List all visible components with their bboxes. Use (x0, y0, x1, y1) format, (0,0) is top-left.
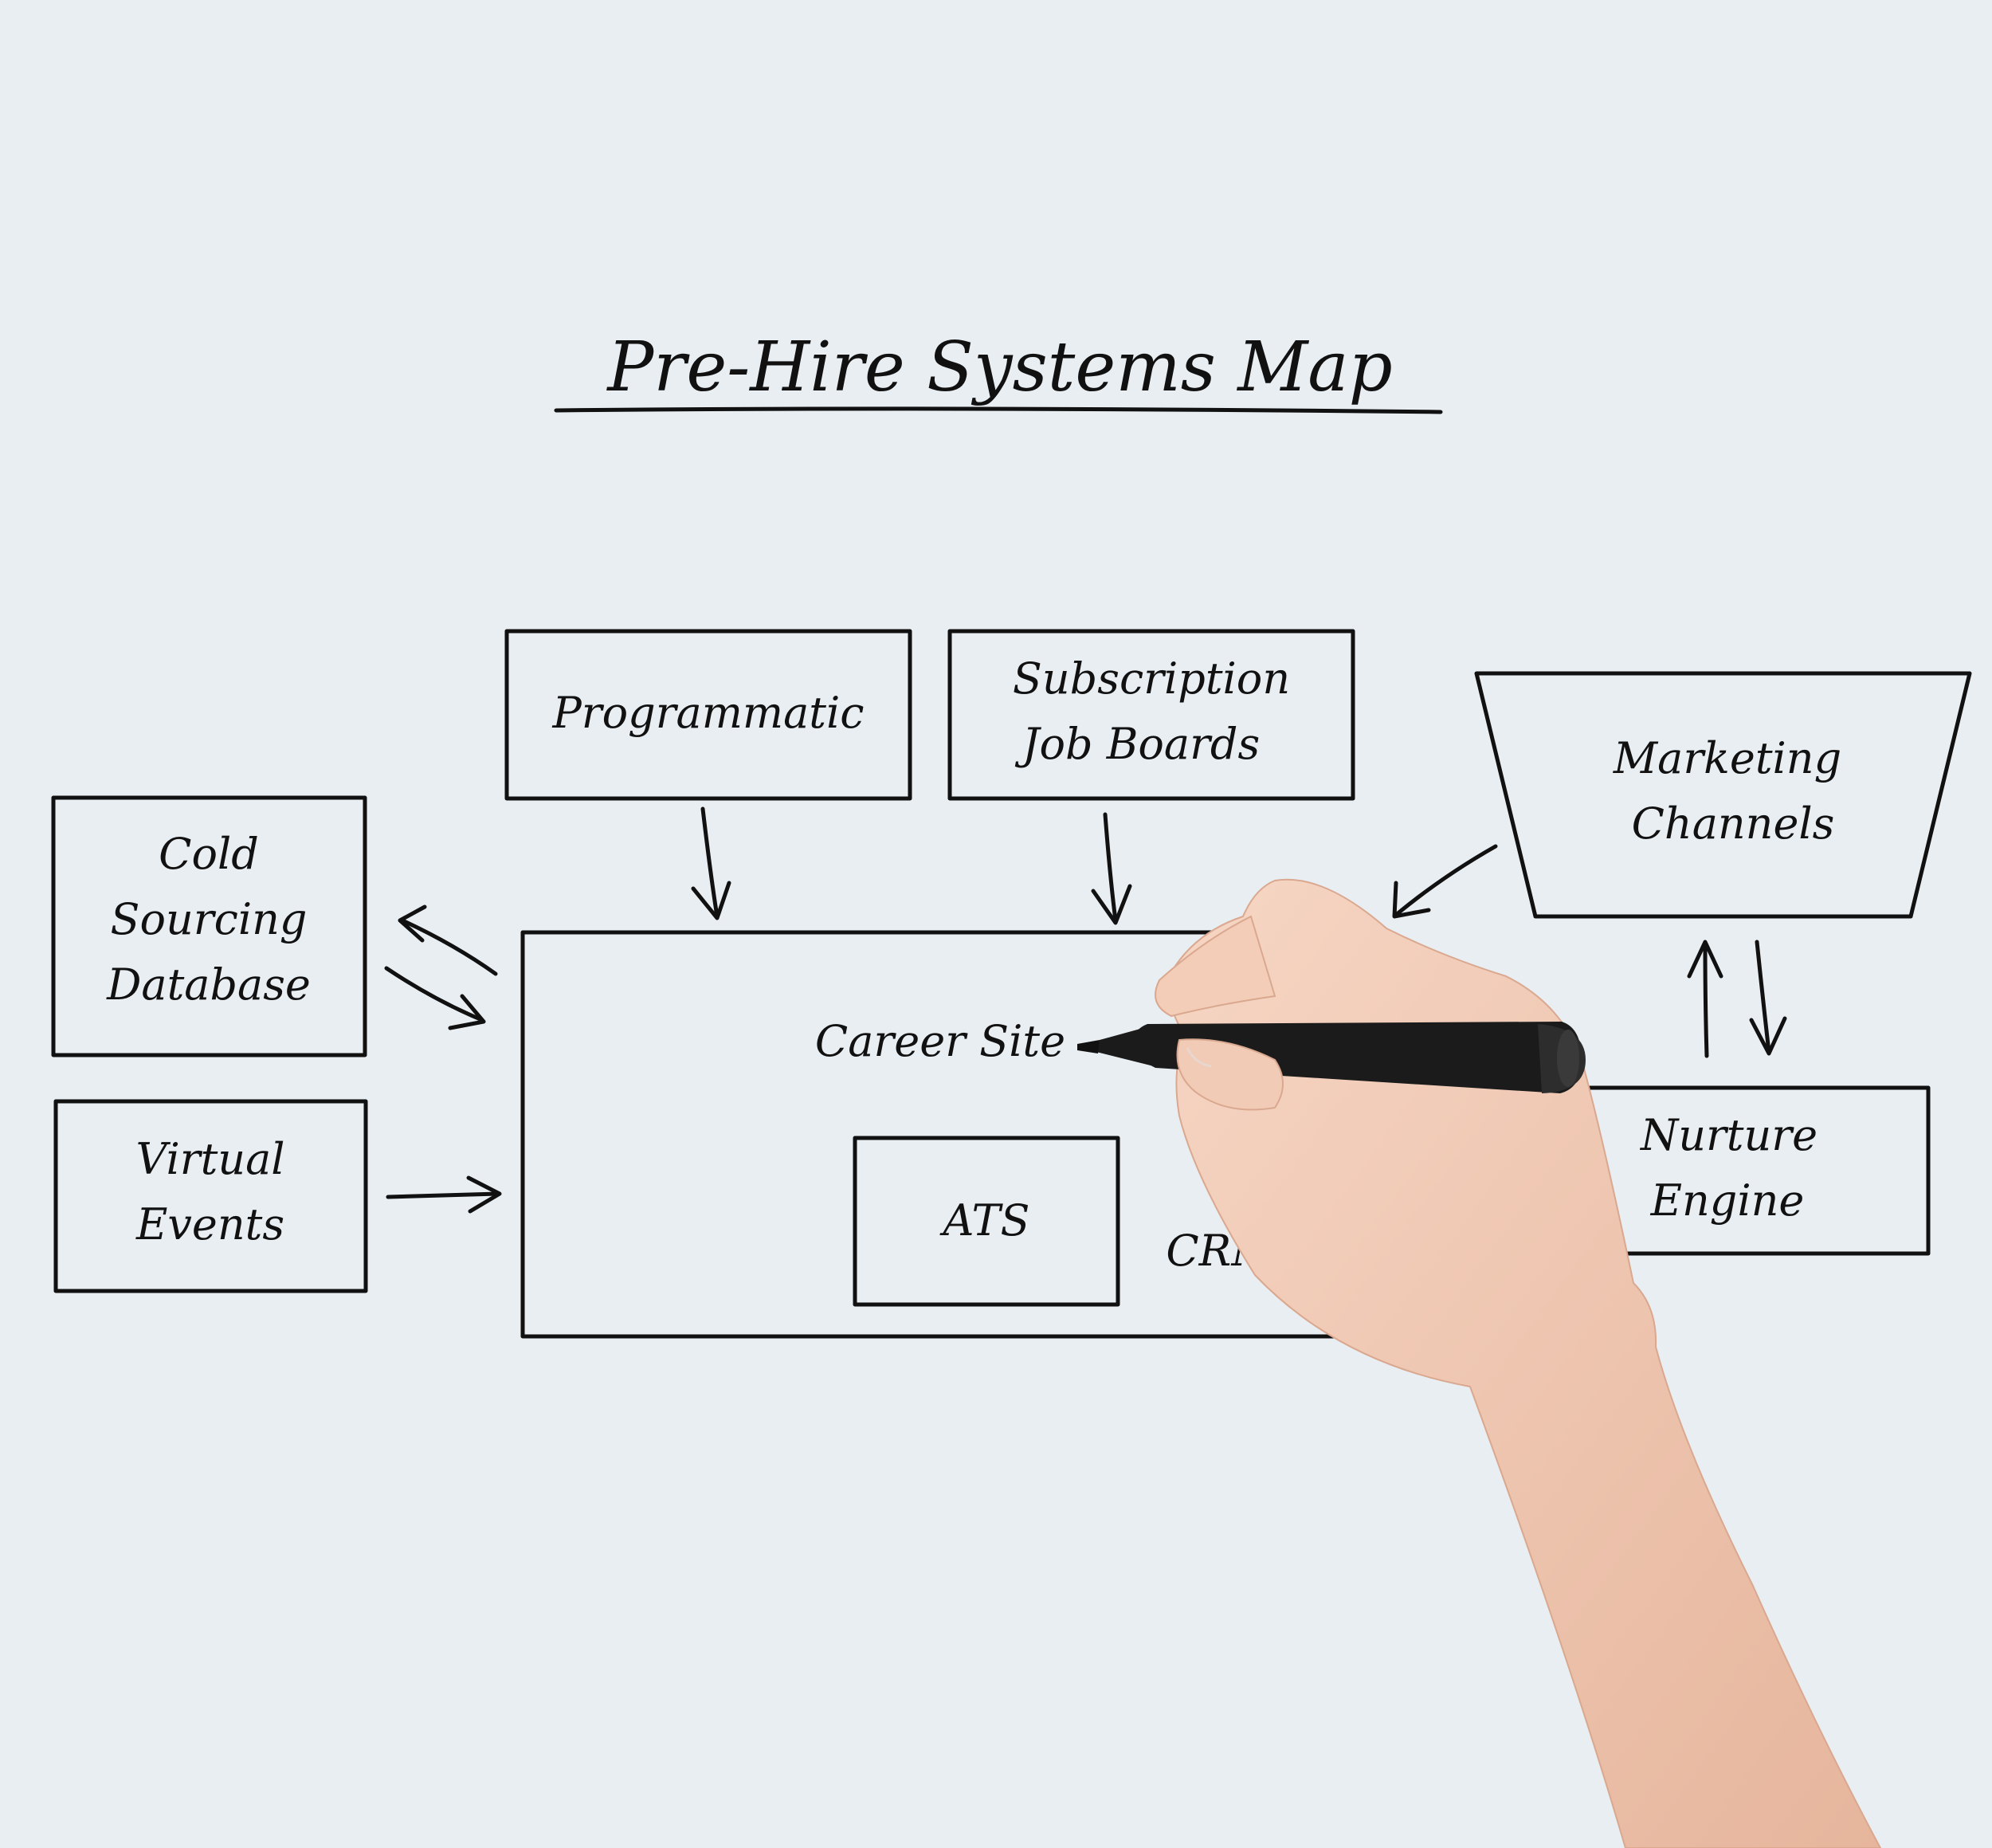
ats-label: ATS (939, 1195, 1029, 1246)
subscription-label-line-2: Job Boards (1014, 719, 1260, 769)
arrow-cold-sourcing-to-career-site (384, 966, 486, 1030)
cold-sourcing-label-line-3: Database (106, 959, 311, 1010)
hand-with-marker-icon (1077, 878, 1882, 1848)
arrow-marketing-to-career-site (1392, 844, 1498, 919)
cold-sourcing-label-line-1: Cold (159, 829, 259, 879)
marketing-label-line-2: Channels (1632, 798, 1835, 849)
node-programmatic: Programmatic (504, 629, 912, 801)
arrow-programmatic-to-career-site (691, 806, 731, 920)
diagram-title: Pre-Hire Systems Map (606, 328, 1392, 407)
virtual-events-label-line-2: Events (135, 1199, 284, 1250)
marketing-label-line-1: Marketing (1613, 733, 1841, 783)
node-ats: ATS (853, 1136, 1120, 1307)
arrow-virtual-events-to-career-site (386, 1175, 502, 1214)
node-cold-sourcing-database: Cold Sourcing Database (51, 795, 367, 1057)
node-subscription-job-boards: Subscription Job Boards (947, 629, 1355, 801)
cold-sourcing-label-line-2: Sourcing (111, 894, 308, 944)
arrow-marketing-to-nurture (1749, 940, 1787, 1056)
arrow-career-site-to-cold-sourcing (398, 904, 498, 976)
arrow-nurture-to-marketing (1687, 940, 1723, 1058)
subscription-label-line-1: Subscription (1013, 653, 1290, 704)
node-marketing-channels: Marketing Channels (1474, 671, 1972, 919)
title-underline (554, 406, 1443, 414)
career-site-label: Career Site (815, 1016, 1065, 1066)
node-virtual-events: Virtual Events (53, 1099, 368, 1293)
node-nurture-engine: Nurture Engine (1571, 1085, 1931, 1256)
programmatic-label: Programmatic (551, 688, 864, 738)
nurture-label-line-1: Nurture (1639, 1110, 1818, 1160)
arrow-job-boards-to-career-site (1091, 812, 1132, 925)
nurture-label-line-2: Engine (1650, 1175, 1805, 1226)
virtual-events-label-line-1: Virtual (135, 1134, 284, 1184)
